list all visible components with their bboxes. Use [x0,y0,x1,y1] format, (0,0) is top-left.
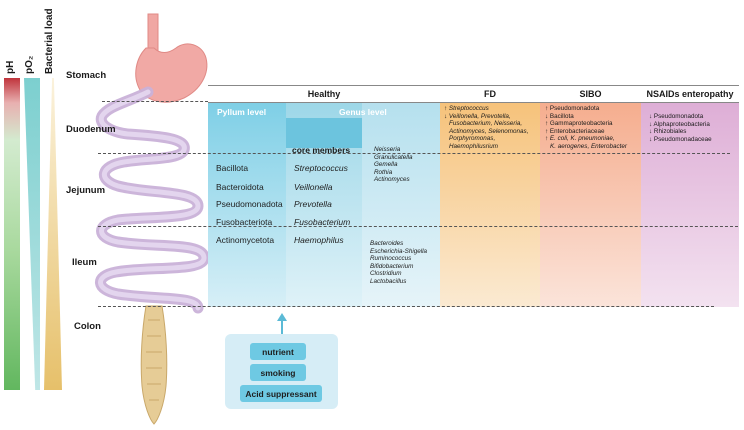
phylum-level-label: Pyllum level [217,107,267,117]
sibo-line: ↑ Gammaproteobacteria [545,120,613,128]
fd-findings: ↑ Streptococcus ↓ Veillonella, Prevotell… [444,105,528,151]
sibo-line: ↑ E. coli, K. pneumoniae, [545,135,615,143]
factor-arrow-head [277,313,287,321]
lower-genus: Lactobacillus [370,277,407,285]
header-healthy: Healthy [208,86,440,103]
divider-duodenum-jejunum [98,153,730,154]
factor-arrow-line [281,320,283,334]
phylum-1: Bacillota [216,163,249,173]
nsaids-line: ↓ Rhizobiales [649,128,687,136]
core-member-4: Fusobacterium [294,217,351,227]
healthy-phylum-panel [208,102,286,307]
core-member-2: Veillonella [294,182,333,192]
phylum-2: Bacteroidota [216,182,264,192]
sibo-line: ↑ Pseudomonadota [545,105,600,112]
nsaids-line: ↓ Pseudomonadaceae [649,135,712,143]
sibo-line: ↓ Bacillota [545,112,574,120]
fd-line: ↓ Veillonella, Prevotella, [444,112,511,120]
phylum-3: Pseudomonadota [216,199,283,209]
nsaids-panel [641,102,739,307]
core-members-highlight [286,118,362,148]
fd-panel [440,102,540,307]
upper-genus: Gemella [374,161,398,169]
nsaids-line: ↓ Alphaproteobacteria [649,120,710,128]
lower-genus-list: Bacteroides Escherichia-Shigella Ruminoc… [370,240,427,286]
divider-ileum-colon [98,306,714,307]
core-member-5: Haemophilus [294,235,344,245]
sibo-panel [540,102,641,307]
core-member-3: Prevotella [294,199,332,209]
divider-stomach-duodenum [102,101,208,102]
fd-line: Fusobacterium, Neisseria, [449,120,523,128]
upper-genus: Neisseria [374,146,401,153]
segment-jejunum: Jejunum [66,185,106,196]
upper-genus-list: Neisseria Granulicatella Gemella Rothia … [374,146,413,184]
header-nsaids: NSAIDs enteropathy [641,86,739,103]
segment-ileum: Ileum [72,257,97,268]
phylum-4: Fusobacteriota [216,217,273,227]
lower-genus: Bifidobacterium [370,262,414,270]
upper-genus: Actinomyces [374,176,410,184]
segment-duodenum: Duodenum [66,124,116,135]
fd-line: ↑ Streptococcus [444,105,489,112]
divider-jejunum-ileum [98,226,738,227]
bacterial-load-label: Bacterial load [44,8,55,74]
sibo-line: K. aerogenes, Enterobacter [550,142,628,150]
gi-tract-illustration [95,13,210,425]
header-sibo: SIBO [540,86,641,103]
po2-gradient-bar [24,78,40,390]
core-member-1: Streptococcus [294,163,348,173]
ph-label: pH [5,60,16,74]
lower-genus: Clostridium [370,270,402,278]
genus-level-label: Genus level [339,107,387,117]
fd-line: Haemophilusrium [449,142,498,150]
factor-nutrient: nutrient [250,343,306,360]
factor-acid-suppressant: Acid suppressant [240,385,322,402]
nsaids-line: ↓ Pseudomonadota [649,113,704,120]
lower-genus: Bacteroides [370,240,404,247]
factor-smoking: smoking [250,364,306,381]
phylum-5: Actinomycetota [216,235,275,245]
ph-gradient-bar [4,78,20,390]
lower-genus: Ruminococcus [370,255,412,263]
header-top-rule [208,85,739,86]
header-fd: FD [440,86,540,103]
po2-label: pO₂ [24,55,35,74]
lower-genus: Escherichia-Shigella [370,247,428,255]
fd-line: Actinomyces, Selenomonas, [449,127,529,135]
segment-stomach: Stomach [66,70,107,81]
upper-genus: Granulicatella [374,153,413,161]
sibo-findings: ↑ Pseudomonadota ↓ Bacillota ↑ Gammaprot… [545,105,627,151]
core-members-title: core members [292,145,351,155]
upper-genus: Rothia [374,168,393,176]
bacterial-load-gradient-bar [44,78,62,390]
segment-colon: Colon [74,321,101,332]
sibo-line: ↑ Enterobacteriaceae [545,127,605,135]
healthy-genus-panel [362,102,440,307]
fd-line: Porphyromonas, [449,135,496,143]
nsaids-findings: ↓ Pseudomonadota ↓ Alphaproteobacteria ↓… [649,113,712,143]
